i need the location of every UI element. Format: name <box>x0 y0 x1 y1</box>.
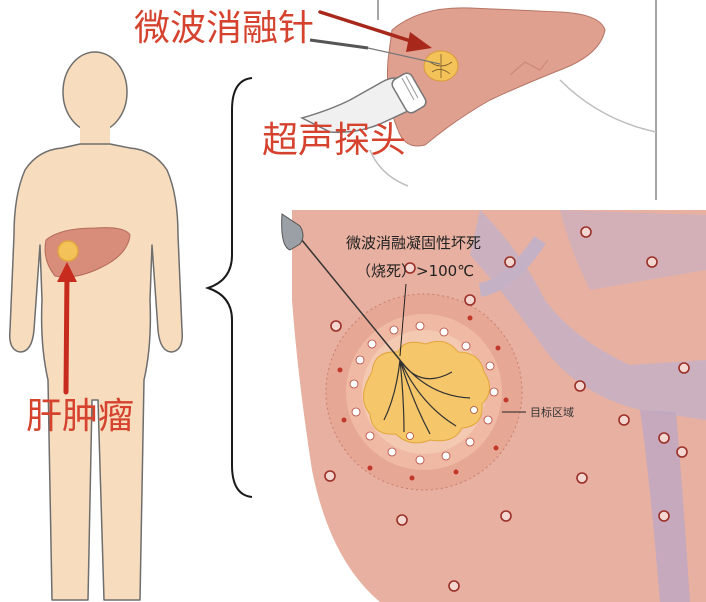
necrosis-label-line1: 微波消融凝固性坏死 <box>346 234 481 252</box>
necrosis-label-line2: （烧死）>100℃ <box>356 262 474 280</box>
target-zone-label: 目标区域 <box>530 405 574 419</box>
brace <box>204 77 253 498</box>
human-body <box>8 51 184 601</box>
top-liver-view <box>299 0 657 200</box>
tumor-arrow <box>57 262 77 395</box>
needle-arrow <box>318 10 432 52</box>
zoom-detail <box>281 210 706 602</box>
tumor-label: 肝肿瘤 <box>26 396 134 437</box>
probe-label: 超声探头 <box>262 120 406 161</box>
needle-label: 微波消融针 <box>134 8 314 49</box>
